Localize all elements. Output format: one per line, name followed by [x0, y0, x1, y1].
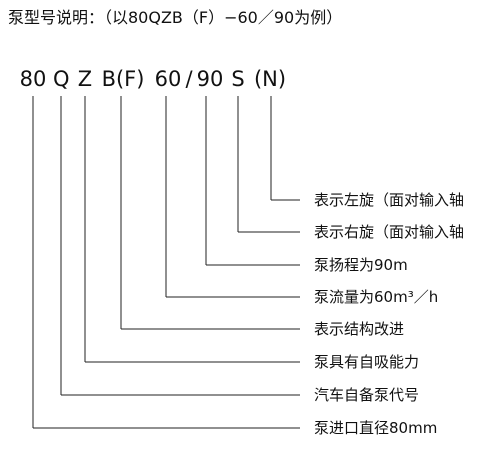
code-part-flow: 60: [154, 67, 182, 91]
desc-left-rotation: 表示左旋（面对输入轴: [314, 191, 465, 209]
diagram-title: 泵型号说明：（以80QZB（F）−60／90为例）: [8, 8, 343, 27]
desc-flow: 泵流量为60m³／h: [314, 288, 439, 306]
desc-structure-improvement: 表示结构改进: [314, 320, 405, 338]
desc-self-priming: 泵具有自吸能力: [314, 353, 420, 371]
desc-inlet-diameter: 泵进口直径80mm: [314, 419, 438, 437]
desc-right-rotation: 表示右旋（面对输入轴: [314, 223, 465, 241]
code-part-head: 90: [196, 67, 224, 91]
desc-head: 泵扬程为90m: [314, 256, 408, 274]
desc-vehicle-pump-code: 汽车自备泵代号: [314, 386, 420, 404]
code-part-bf: B(F): [101, 67, 145, 91]
code-part-n: (N): [253, 67, 287, 91]
code-part-slash: /: [185, 67, 193, 91]
code-part-q: Q: [53, 67, 70, 91]
code-part-diameter: 80: [19, 67, 47, 91]
code-part-z: Z: [77, 67, 93, 91]
code-part-s: S: [231, 67, 245, 91]
